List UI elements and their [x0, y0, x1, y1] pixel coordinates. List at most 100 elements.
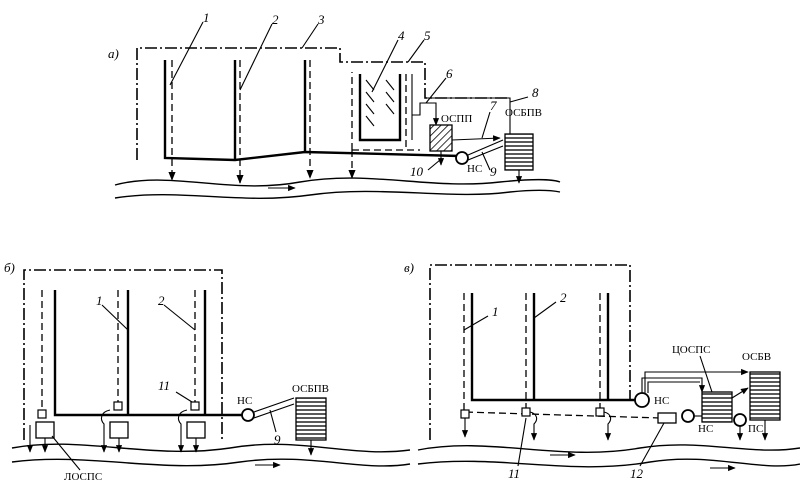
city-boundary-b — [23, 269, 223, 440]
pipe-tsospс-to-osbv — [731, 387, 749, 399]
separator-1-b — [37, 409, 47, 419]
river-bottom-bank-a — [114, 189, 561, 199]
leader-5-a — [407, 39, 425, 63]
panel-a: а) ОСПП НС — [108, 10, 561, 199]
panel-a-letter: а) — [108, 46, 119, 61]
industrial-box-4-a — [358, 74, 402, 142]
osbv-label: ОСБВ — [742, 351, 771, 363]
separator-1-v — [460, 409, 470, 419]
num-7-a: 7 — [490, 98, 497, 113]
local-treatment-1-b — [35, 421, 55, 439]
pressure-pipe-a-2 — [467, 145, 504, 161]
pressure-pipe-a-1 — [467, 139, 504, 156]
hatch-4-2 — [365, 91, 375, 103]
lospс-label: ЛОСПС — [64, 471, 102, 483]
osbpv-box-b — [295, 397, 327, 441]
industrial-storm-a — [351, 72, 420, 151]
river-top-bank-v — [417, 444, 800, 453]
main-collector-a — [163, 60, 461, 162]
river-bottom-bank-v — [417, 458, 800, 468]
main-collector-b — [53, 290, 242, 417]
num-5-a: 5 — [424, 28, 431, 43]
pump-station-v-2 — [681, 409, 695, 423]
pump-station-b — [241, 408, 255, 422]
pump-station-a — [455, 151, 469, 165]
ns-label-b: НС — [237, 395, 252, 407]
leader-4-a — [371, 39, 399, 93]
num-3-a: 3 — [317, 12, 325, 27]
num-2-b: 2 — [158, 293, 165, 308]
num-1-v: 1 — [492, 304, 499, 319]
river-top-bank-b — [11, 443, 411, 453]
panel-v: в) НС НС ЦОСПС — [404, 260, 800, 481]
leader-2-b — [163, 304, 196, 331]
leader-2-a — [239, 23, 273, 91]
ospp-to-osbpv-pipe — [451, 135, 501, 142]
separator-2-v — [521, 407, 531, 417]
num-2-v: 2 — [560, 290, 567, 305]
num-2-a: 2 — [272, 12, 279, 27]
leader-11-b — [175, 391, 193, 403]
num-8-a: 8 — [532, 85, 539, 100]
hatch-4-4 — [365, 115, 375, 127]
leader-lospс — [51, 435, 81, 471]
pump-station-v-1 — [634, 392, 650, 408]
num-1-b: 1 — [96, 293, 103, 308]
ospp-inlet-pipe — [412, 102, 440, 126]
num-9-b: 9 — [274, 432, 281, 447]
pipe-ns-inner — [647, 381, 700, 393]
city-boundary-a — [136, 47, 510, 160]
num-12-v: 12 — [630, 466, 644, 481]
ps-label: ПС — [748, 423, 763, 435]
tsospс-box — [701, 391, 733, 423]
boundary-to-osbpv — [425, 97, 511, 134]
hatch-4-1 — [365, 79, 375, 91]
local-treatment-2-b — [109, 421, 129, 439]
leader-8-a — [509, 96, 529, 103]
panel-b-letter: б) — [4, 260, 15, 275]
pipe-ns-to-osbv-1 — [644, 368, 749, 393]
leader-1-v — [463, 315, 489, 331]
bypass-2-b — [100, 409, 111, 453]
leader-12-v — [639, 422, 665, 467]
osbv-box — [749, 371, 781, 421]
leader-tsospс — [699, 355, 713, 393]
ospp-treatment-box — [429, 124, 453, 152]
tsospс-label: ЦОСПС — [672, 344, 711, 356]
ns-label-v-1: НС — [654, 395, 669, 407]
osbpv-label-a: ОСБПВ — [505, 107, 542, 119]
num-4-a: 4 — [398, 28, 405, 43]
separator-3-v — [595, 407, 605, 417]
leader-1-b — [101, 304, 129, 331]
leader-10-a — [427, 159, 441, 171]
num-6-a: 6 — [446, 66, 453, 81]
leader-3-a — [301, 23, 319, 49]
hatch-4-7 — [385, 103, 395, 115]
num-11-v: 11 — [508, 466, 520, 481]
storm-collector-v — [463, 293, 661, 419]
osbpv-box-a — [504, 133, 534, 171]
pressure-pipe-b-1 — [253, 397, 295, 413]
leader-7-a — [481, 111, 491, 139]
pipe-ns-to-tsospс — [641, 377, 706, 393]
city-boundary-v — [429, 264, 631, 440]
separator-3-b — [190, 401, 200, 411]
ospp-label: ОСПП — [441, 113, 472, 125]
ns-label-v-2: НС — [698, 423, 713, 435]
storage-tank-12 — [657, 412, 677, 424]
leader-1-a — [169, 21, 204, 86]
leader-6-a — [425, 77, 447, 104]
pump-ps — [733, 413, 747, 427]
leader-9-b — [269, 409, 277, 433]
panel-v-letter: в) — [404, 260, 414, 275]
leader-9-a — [481, 151, 491, 171]
num-1-a: 1 — [203, 10, 210, 25]
local-treatment-3-b — [186, 421, 206, 439]
river-top-bank-a — [114, 177, 561, 187]
num-10-a: 10 — [410, 164, 424, 179]
hatch-4-3 — [365, 103, 375, 115]
osbpv-label-b: ОСБПВ — [292, 383, 329, 395]
hatch-4-6 — [385, 91, 395, 103]
bypass-3-b — [177, 409, 188, 453]
